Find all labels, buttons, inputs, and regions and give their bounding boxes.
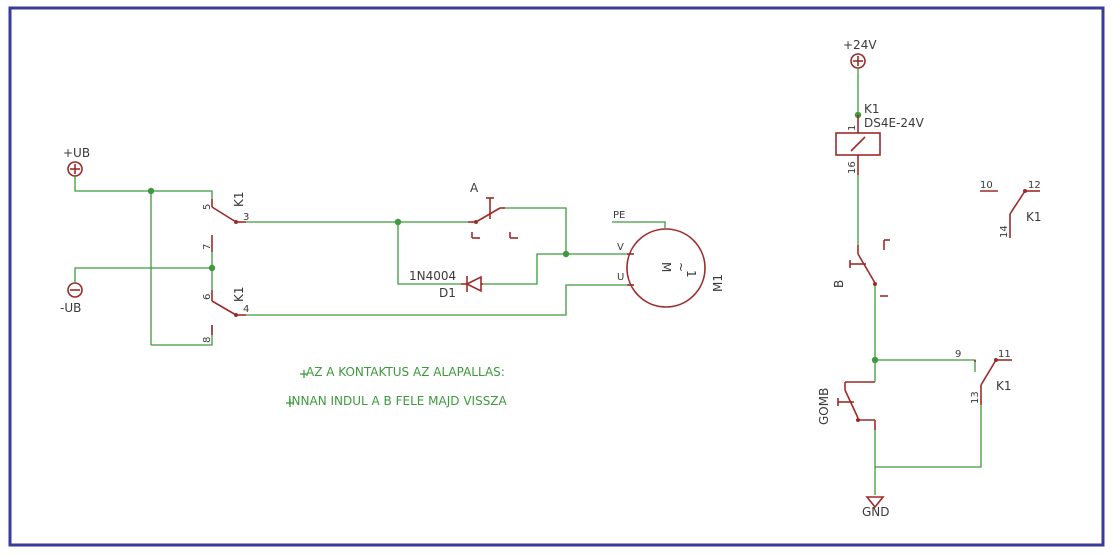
note-line-2: INNAN INDUL A B FELE MAJD VISSZA [288, 394, 508, 408]
contact-rb-pin-9: 9 [955, 349, 961, 360]
contact-rb-name: K1 [996, 379, 1012, 393]
motor-v-label: V [617, 242, 624, 253]
contact-bottom-pin-6: 6 [202, 294, 213, 300]
diode-d1: 1N4004 D1 [409, 269, 483, 300]
motor-pe-label: PE [613, 210, 625, 221]
left-junctions [147, 187, 570, 272]
relay-contact-top: 5 3 7 K1 [202, 191, 249, 252]
contact-bottom-name: K1 [232, 286, 246, 302]
right-wires [857, 68, 982, 495]
diode-name: D1 [439, 286, 456, 300]
contact-top-pin-5: 5 [202, 204, 213, 210]
switch-b-label: B [832, 280, 846, 288]
relay-contact-right-bottom: 9 11 13 K1 [955, 349, 1012, 405]
motor-u-label: U [617, 272, 624, 283]
contact-rb-pin-11: 11 [998, 349, 1011, 360]
relay-coil-pin-1: 1 [847, 125, 858, 131]
contact-rb-pin-13: 13 [970, 391, 981, 404]
switch-b: B [832, 239, 890, 297]
note-line-1: AZ A KONTAKTUS AZ ALAPALLAS: [306, 365, 505, 379]
diode-value: 1N4004 [409, 269, 456, 283]
contact-top-pin-3: 3 [243, 212, 249, 223]
relay-coil-name: K1 [864, 102, 880, 116]
contact-rt-pin-14: 14 [999, 225, 1010, 238]
motor-tilde: ~ [674, 262, 688, 272]
gnd-label: GND [862, 505, 890, 519]
plus-24v-supply: +24V [843, 38, 877, 69]
contact-rt-name: K1 [1026, 210, 1042, 224]
plus-24v-label: +24V [843, 38, 877, 52]
contact-bottom-pin-4: 4 [243, 304, 249, 315]
minus-ub-label: -UB [60, 301, 81, 315]
sheet-frame [8, 6, 1105, 547]
plus-ub-label: +UB [63, 146, 90, 160]
switch-a-label: A [470, 181, 479, 195]
contact-rt-pin-10: 10 [980, 180, 993, 191]
gnd-symbol: GND [862, 496, 890, 519]
relay-coil-model: DS4E-24V [864, 116, 925, 130]
relay-contact-right-top: 10 12 14 K1 [980, 180, 1042, 238]
contact-top-name: K1 [232, 191, 246, 207]
notes: AZ A KONTAKTUS AZ ALAPALLAS: INNAN INDUL… [286, 365, 508, 408]
motor-phase: 1 [684, 270, 698, 278]
contact-top-pin-7: 7 [202, 244, 213, 250]
switch-a: A [468, 181, 518, 239]
button-gomb-label: GOMB [817, 388, 831, 425]
relay-coil-pin-16: 16 [847, 161, 858, 174]
motor-symbol: M [659, 262, 673, 272]
left-wires [74, 176, 666, 346]
contact-bottom-pin-8: 8 [202, 337, 213, 343]
motor-name: M1 [711, 274, 725, 292]
button-gomb: GOMB [817, 381, 876, 430]
minus-ub-supply: -UB [60, 282, 83, 315]
motor-m1: M ~ 1 PE V U M1 [613, 210, 725, 308]
relay-coil: K1 DS4E-24V 1 16 [835, 102, 925, 175]
relay-contact-bottom: 6 4 8 K1 [202, 286, 249, 343]
contact-rt-pin-12: 12 [1028, 180, 1041, 191]
plus-ub-supply: +UB [63, 146, 90, 177]
